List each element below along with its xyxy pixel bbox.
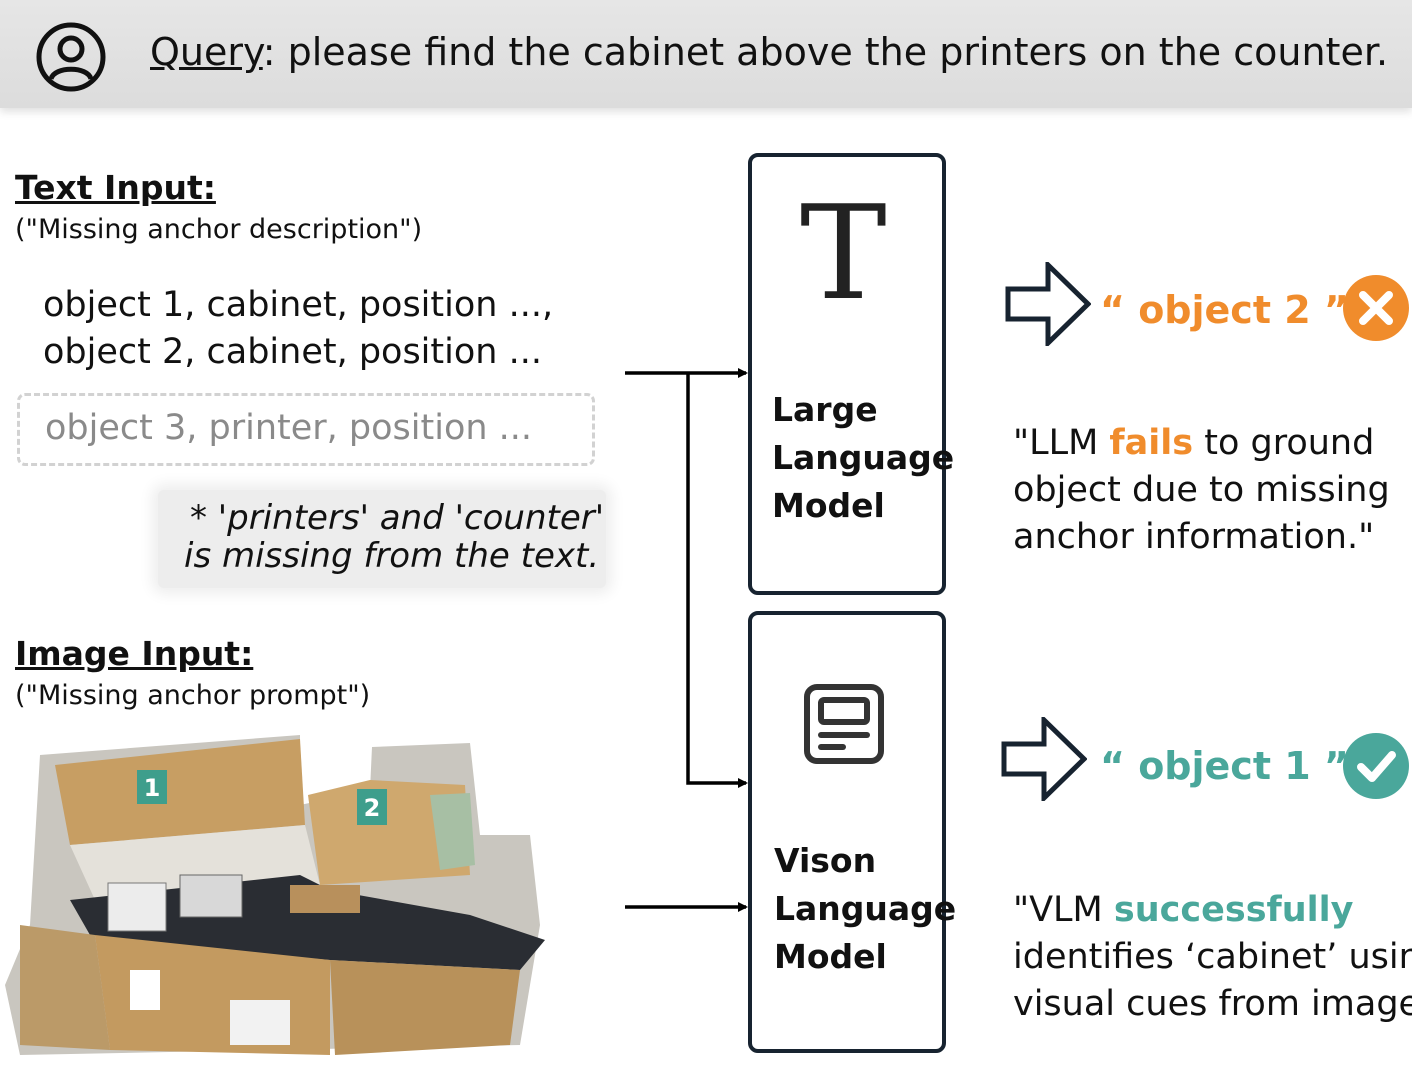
scene-reconstruction-image: 1 2	[5, 735, 545, 1055]
object-marker-1: 1	[137, 770, 167, 804]
llm-explain-highlight: fails	[1109, 423, 1194, 463]
vlm-label-line-2: Language	[774, 889, 957, 928]
text-to-vlm-arrow	[686, 373, 748, 788]
check-circle-icon	[1343, 733, 1409, 799]
missing-anchor-note	[158, 490, 606, 588]
text-object-1: object 1, cabinet, position ...,	[43, 285, 554, 325]
text-input-heading: Text Input:	[15, 168, 216, 207]
marker-label-1: 1	[144, 774, 161, 802]
vlm-label-line-3: Model	[774, 937, 887, 976]
text-input-note: ("Missing anchor description")	[15, 214, 423, 245]
llm-label-line-3: Model	[772, 486, 885, 525]
object-marker-2: 2	[357, 789, 387, 825]
query-bar	[0, 0, 1412, 108]
missing-object-text: object 3, printer, position ...	[45, 408, 533, 448]
text-object-2: object 2, cabinet, position ...	[43, 332, 542, 372]
missing-note-line-1: * 'printers' and 'counter'	[190, 498, 605, 538]
cross-circle-icon	[1343, 275, 1409, 341]
llm-explain-suffix: to ground	[1193, 423, 1375, 463]
llm-answer: “ object 2 ”	[1100, 288, 1349, 332]
missing-note-line-2: is missing from the text.	[184, 536, 600, 576]
llm-explanation: "LLM fails to ground object due to missi…	[1013, 420, 1390, 561]
llm-label-line-2: Language	[772, 438, 955, 477]
image-input-heading: Image Input:	[15, 634, 254, 673]
query-label: Query	[150, 30, 263, 74]
llm-box	[748, 153, 946, 595]
vlm-explanation: "VLM successfully identifies ‘cabinet’ u…	[1013, 887, 1412, 1028]
llm-label: Large Language Model	[772, 386, 954, 530]
vlm-label-line-1: Vison	[774, 841, 877, 880]
query-text: Query: please find the cabinet above the…	[150, 30, 1388, 74]
vlm-explain-highlight: successfully	[1113, 890, 1354, 930]
vlm-label: Vison Language Model	[774, 837, 956, 981]
image-input-note: ("Missing anchor prompt")	[15, 680, 371, 711]
llm-explain-prefix: "LLM	[1013, 423, 1110, 463]
vlm-box	[748, 611, 946, 1053]
query-content: : please find the cabinet above the prin…	[262, 30, 1389, 74]
screen-icon	[804, 684, 884, 764]
vlm-explain-line-3: visual cues from image."	[1013, 984, 1412, 1024]
connector-arrows	[625, 368, 748, 912]
llm-t-icon: T	[800, 177, 887, 329]
vlm-explain-line-2: identifies ‘cabinet’ using	[1013, 937, 1412, 977]
llm-explain-line-2: object due to missing	[1013, 470, 1390, 510]
vlm-answer: “ object 1 ”	[1100, 744, 1349, 788]
llm-label-line-1: Large	[772, 390, 878, 429]
marker-label-2: 2	[364, 794, 381, 822]
vlm-explain-prefix: "VLM	[1013, 890, 1114, 930]
missing-object-box	[17, 393, 595, 466]
user-icon	[36, 22, 106, 92]
llm-explain-line-1: "LLM fails to ground	[1013, 420, 1390, 467]
llm-output-arrow-icon	[1005, 262, 1091, 346]
llm-explain-line-3: anchor information."	[1013, 517, 1375, 557]
vlm-explain-line-1: "VLM successfully	[1013, 887, 1412, 934]
vlm-output-arrow-icon	[1001, 717, 1087, 801]
